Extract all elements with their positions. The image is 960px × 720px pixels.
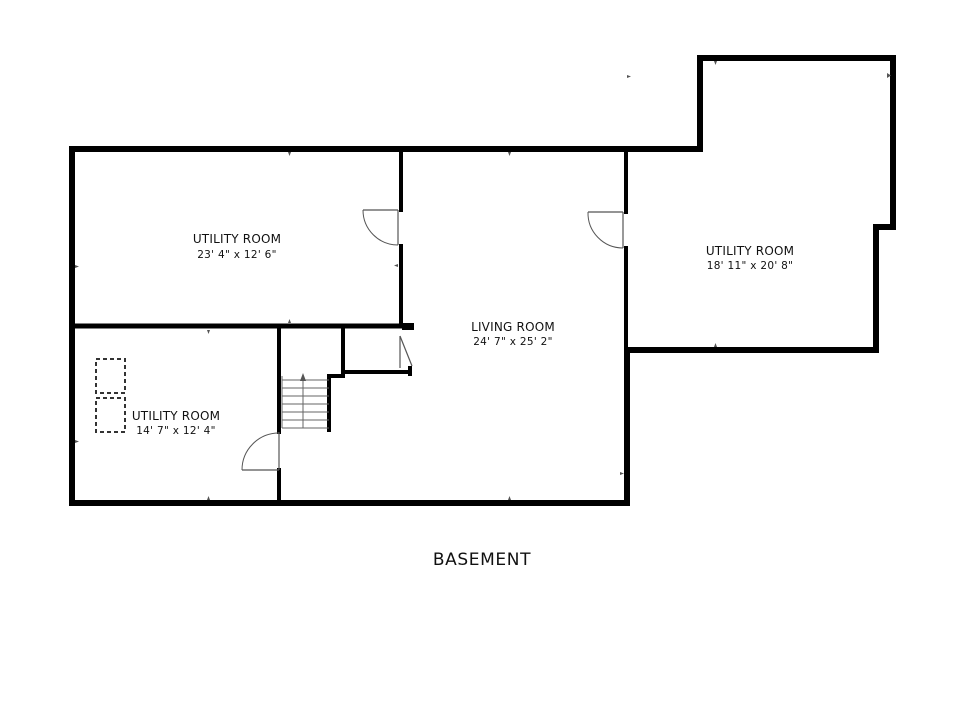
outer-wall [69,55,896,506]
door-closet [399,335,413,368]
door-utility-right [587,211,624,249]
measurement-ticks [75,61,891,500]
room-name: UTILITY ROOM [193,232,281,246]
room-name: UTILITY ROOM [706,244,794,258]
room-dimensions: 14' 7" x 12' 4" [136,425,216,437]
door-utility-bottom [241,432,280,471]
door-utility-top [362,209,399,246]
wall-stub [402,323,414,330]
floor-title: BASEMENT [433,550,531,570]
room-dimensions: 24' 7" x 25' 2" [473,336,553,348]
stairs [281,373,329,429]
room-dimensions: 18' 11" x 20' 8" [707,260,794,272]
room-name: LIVING ROOM [471,320,555,334]
fixture-lower [95,397,126,433]
room-name: UTILITY ROOM [132,409,220,423]
stair-arrow-icon [300,373,306,381]
room-dimensions: 23' 4" x 12' 6" [197,249,277,261]
fixture-upper [95,358,126,394]
